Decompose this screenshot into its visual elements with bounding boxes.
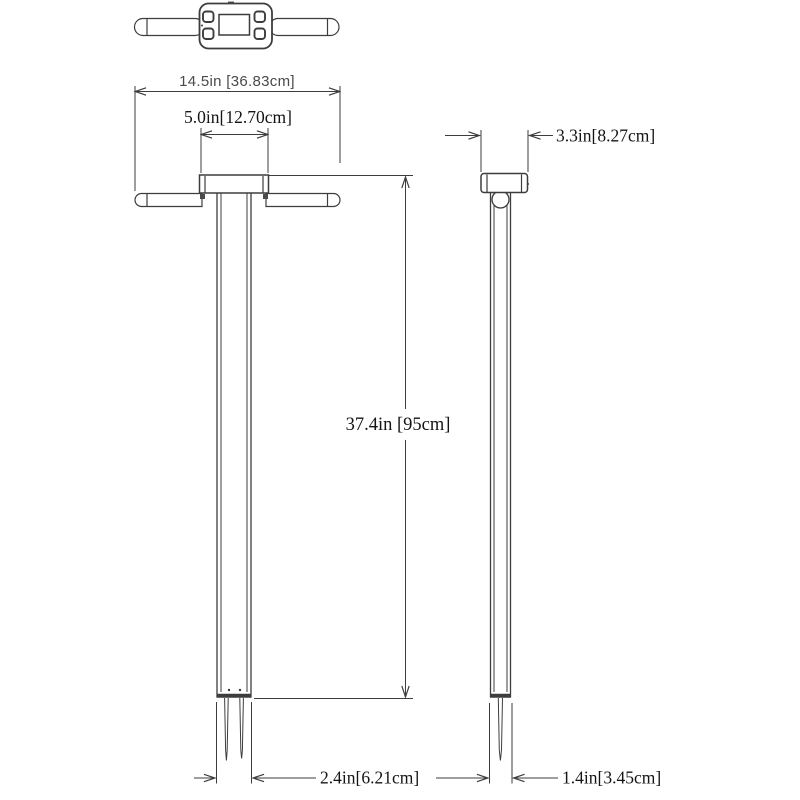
side-view	[480, 172, 529, 761]
base-dot-left	[227, 688, 231, 692]
top-view	[133, 1, 340, 50]
head	[480, 172, 529, 194]
button-bottom-right	[253, 27, 266, 40]
dimension-head-width: 5.0in[12.70cm]	[184, 107, 292, 173]
body-seam-dot	[201, 24, 203, 27]
button-top-right	[253, 10, 266, 23]
dimension-base-width-front: 2.4in[6.21cm]	[194, 702, 419, 788]
right-handlebar	[265, 192, 341, 208]
left-handlebar	[133, 17, 205, 37]
dimension-head-depth: 3.3in[8.27cm]	[445, 126, 655, 172]
dimension-shaft-length: 37.4in [95cm]	[254, 175, 451, 699]
left-handle-mount	[200, 194, 205, 199]
right-spike	[239, 697, 244, 759]
dimension-label-overall-width: 14.5in [36.83cm]	[179, 73, 295, 90]
button-top-left	[202, 10, 215, 23]
dimension-overall-width: 14.5in [36.83cm]	[135, 73, 340, 191]
left-handlebar	[134, 192, 203, 208]
dimension-label-shaft-length: 37.4in [95cm]	[346, 415, 451, 435]
head-side-nub	[527, 183, 529, 185]
front-view	[134, 174, 341, 761]
button-bottom-left	[202, 27, 215, 40]
right-handle-mount	[263, 194, 268, 199]
base-dot-right	[238, 688, 242, 692]
display-unit-body	[198, 2, 273, 50]
display-screen	[218, 13, 251, 36]
dimension-label-base-width-front: 2.4in[6.21cm]	[320, 768, 419, 788]
dimension-label-head-depth: 3.3in[8.27cm]	[556, 126, 655, 146]
spike	[497, 697, 503, 761]
head	[198, 174, 270, 194]
dimension-label-head-width: 5.0in[12.70cm]	[184, 107, 292, 127]
right-handlebar	[268, 17, 340, 37]
left-spike	[224, 697, 229, 761]
dimension-label-base-width-side: 1.4in[3.45cm]	[562, 768, 661, 788]
dimension-base-width-side: 1.4in[3.45cm]	[436, 703, 661, 788]
handlebar-end-circle	[491, 190, 510, 209]
